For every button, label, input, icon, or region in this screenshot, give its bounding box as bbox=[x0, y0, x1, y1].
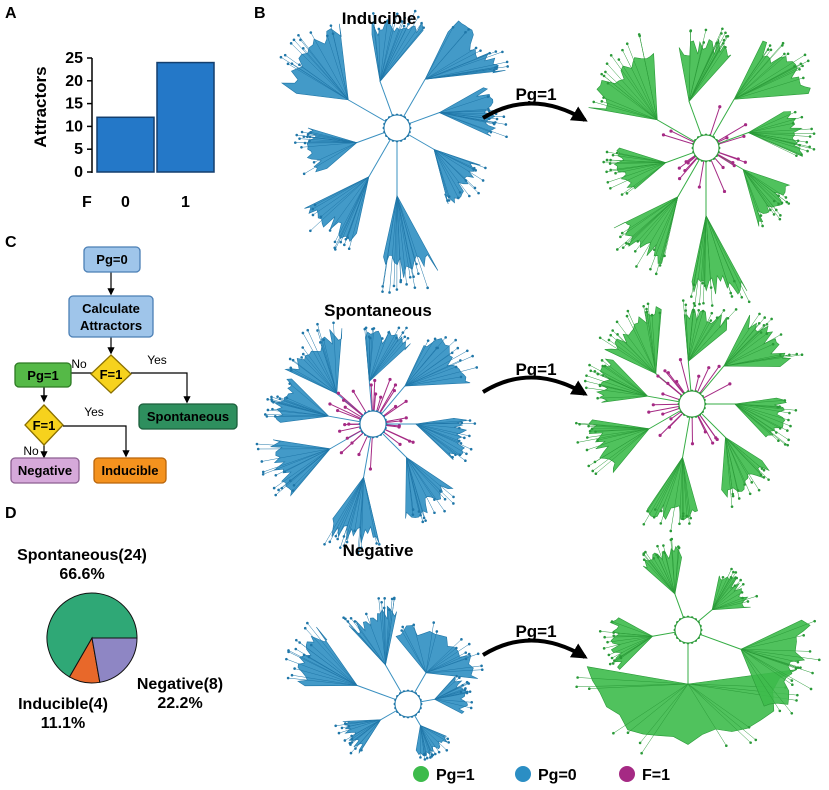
x-tick-label: 1 bbox=[181, 194, 190, 211]
legend: Pg=1 Pg=0 F=1 bbox=[413, 766, 670, 784]
pie-slice-0 bbox=[46, 592, 138, 678]
network-hub bbox=[394, 690, 422, 718]
network-panels bbox=[255, 9, 821, 761]
flow-connectors bbox=[40, 272, 191, 459]
network-hub bbox=[383, 114, 411, 142]
arrow-label-3: Pg=1 bbox=[515, 622, 556, 641]
x-tick-label: 0 bbox=[121, 194, 130, 211]
legend-label-pg1: Pg=1 bbox=[436, 767, 475, 784]
start-box bbox=[83, 246, 141, 273]
bar-1 bbox=[156, 61, 215, 173]
network-graph bbox=[255, 321, 479, 555]
y-tick-label: 15 bbox=[65, 96, 83, 113]
arrow-label-2: Pg=1 bbox=[515, 360, 556, 379]
arrow-label-1: Pg=1 bbox=[515, 85, 556, 104]
calculate-attractors-box bbox=[68, 295, 154, 338]
row-title-negative: Negative bbox=[343, 541, 414, 560]
decision-2-label: F=1 bbox=[33, 418, 56, 433]
legend-label-f1: F=1 bbox=[642, 767, 670, 784]
panel-letter-c: C bbox=[5, 234, 17, 251]
inducible-box-label: Inducible bbox=[101, 463, 158, 478]
calculate-label-line2: Attractors bbox=[80, 318, 142, 333]
network-graph bbox=[588, 27, 816, 307]
y-tick-label: 25 bbox=[65, 50, 83, 67]
calculate-label-line1: Calculate bbox=[82, 301, 140, 316]
decision-2-yes: Yes bbox=[84, 405, 104, 419]
y-axis-label: Attractors bbox=[31, 66, 50, 147]
network-hub bbox=[674, 616, 702, 644]
legend-label-pg0: Pg=0 bbox=[538, 767, 577, 784]
panel-letter-d: D bbox=[5, 505, 17, 522]
network-graph bbox=[575, 299, 804, 533]
network-hub bbox=[678, 390, 706, 418]
pie-percent-spontaneous: 66.6% bbox=[59, 566, 104, 583]
pie-percent-inducible: 11.1% bbox=[41, 715, 85, 732]
negative-box-label: Negative bbox=[18, 463, 72, 478]
x-axis-label: F bbox=[82, 194, 92, 211]
network-hub bbox=[692, 134, 720, 162]
decision-2-no: No bbox=[23, 444, 39, 458]
legend-swatch-pg0 bbox=[515, 766, 531, 782]
category-pie-chart: Spontaneous(24) 66.6% Inducible(4) 11.1%… bbox=[17, 547, 223, 732]
bar-0 bbox=[96, 116, 155, 173]
pg1-box bbox=[14, 362, 72, 388]
row-title-spontaneous: Spontaneous bbox=[324, 301, 432, 320]
pie-label-negative: Negative(8) bbox=[137, 676, 223, 693]
y-tick-label: 10 bbox=[65, 118, 83, 135]
y-tick-label: 0 bbox=[74, 164, 83, 181]
decision-1-diamond bbox=[90, 354, 132, 394]
spontaneous-box bbox=[138, 403, 238, 430]
panel-letter-b: B bbox=[254, 5, 266, 22]
start-box-label: Pg=0 bbox=[96, 252, 127, 267]
network-graph bbox=[285, 596, 484, 761]
bars bbox=[96, 61, 215, 173]
network-graph bbox=[575, 537, 821, 755]
pie-slice-2 bbox=[91, 637, 138, 683]
y-tick-label: 20 bbox=[65, 73, 83, 90]
negative-box bbox=[10, 457, 80, 484]
decision-2-diamond bbox=[24, 404, 64, 446]
inducible-box bbox=[93, 457, 167, 484]
decision-flowchart: Pg=0 Calculate Attractors F=1 No Yes Pg=… bbox=[10, 246, 238, 484]
network-graph bbox=[279, 9, 509, 294]
transition-arrow-2 bbox=[481, 375, 588, 396]
row-title-inducible: Inducible bbox=[342, 9, 417, 28]
pie-label-inducible: Inducible(4) bbox=[18, 696, 108, 713]
pie-percent-negative: 22.2% bbox=[157, 695, 202, 712]
decision-1-no: No bbox=[71, 357, 87, 371]
spontaneous-box-label: Spontaneous bbox=[147, 409, 229, 424]
transition-arrow-3 bbox=[481, 638, 588, 659]
legend-swatch-pg1 bbox=[413, 766, 429, 782]
y-axis-ticks: 0 5 10 15 20 25 bbox=[65, 50, 92, 181]
pie-label-spontaneous: Spontaneous(24) bbox=[17, 547, 147, 564]
pie-slices bbox=[46, 592, 138, 684]
transition-arrow-1 bbox=[481, 101, 588, 122]
legend-swatch-f1 bbox=[619, 766, 635, 782]
panel-letter-a: A bbox=[5, 5, 17, 22]
transition-arrows bbox=[481, 101, 588, 659]
y-tick-label: 5 bbox=[74, 141, 83, 158]
decision-1-label: F=1 bbox=[100, 367, 123, 382]
decision-1-yes: Yes bbox=[147, 353, 167, 367]
pg1-box-label: Pg=1 bbox=[27, 368, 58, 383]
network-hub bbox=[359, 410, 387, 438]
